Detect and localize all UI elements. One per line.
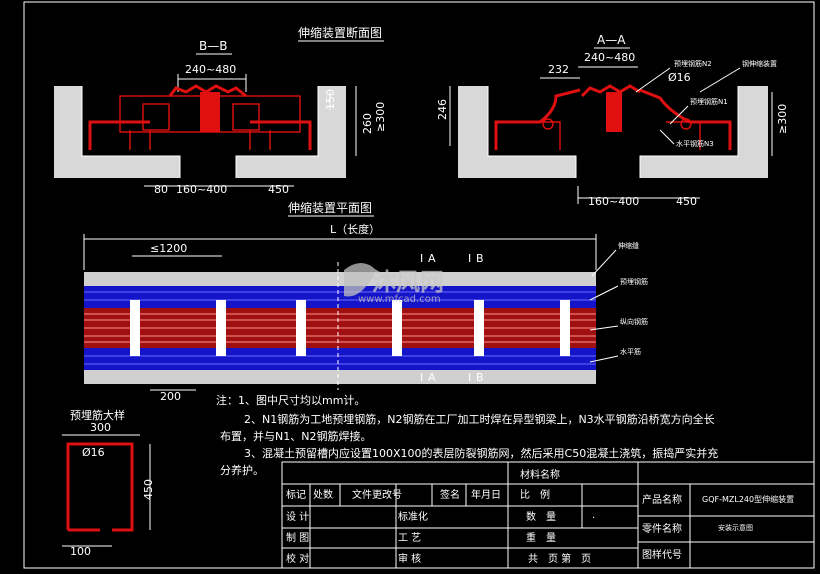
- aa-dim-232: 232: [548, 63, 569, 76]
- tb-design: 设 计: [286, 510, 309, 523]
- plan-dim-200: 200: [160, 390, 181, 403]
- aa-label-n3: 水平钢筋N3: [676, 139, 714, 148]
- aa-dim-d16: Ø16: [668, 71, 691, 84]
- tb-count: 处数: [313, 488, 333, 501]
- plan-label-4: 水平筋: [620, 347, 641, 356]
- bb-dim-150: 150: [324, 89, 337, 110]
- note-line-5: 分养护。: [220, 463, 264, 477]
- tb-date: 年月日: [471, 488, 501, 501]
- plan-label-1: 伸缩缝: [618, 241, 639, 250]
- plan-anchor-2: [216, 300, 226, 356]
- tb-review: 审 核: [398, 552, 421, 565]
- aa-dim-246: 246: [436, 99, 449, 120]
- plan-cut-b-bot: B: [476, 371, 484, 384]
- plan-cut-ia-bot: I: [420, 371, 423, 384]
- tb-product-label: 产品名称: [642, 493, 682, 506]
- detail-title: 预埋筋大样: [70, 408, 125, 422]
- tb-drawing-no-label: 图样代号: [642, 548, 682, 561]
- detail-dim-top: 300: [90, 421, 111, 434]
- bb-dim-top: 240~480: [185, 63, 236, 76]
- bb-dim-80: 80: [154, 183, 168, 196]
- plan-label-2: 预埋钢筋: [620, 277, 648, 286]
- tb-scale: 比 例: [520, 488, 550, 501]
- detail-dim-bottom: 100: [70, 545, 91, 558]
- note-line-4: 3、混凝土预留槽内应设置100X100的表层防裂钢筋网，然后采用C50混凝土浇筑…: [244, 446, 718, 460]
- tb-draw: 制 图: [286, 531, 309, 544]
- tb-sign: 签名: [440, 488, 460, 501]
- bb-rebar: [88, 120, 312, 150]
- tb-change-no: 文件更改号: [352, 488, 402, 501]
- plan-cut-ia-top: I: [420, 252, 423, 265]
- plan-label-3: 纵向钢筋: [620, 317, 648, 326]
- plan-cut-a-top: A: [428, 252, 436, 265]
- aa-label-n1: 预埋钢筋N1: [690, 97, 728, 106]
- tb-weight: 重 量: [526, 531, 556, 544]
- detail-rebar: [66, 442, 134, 532]
- note-line-2: 2、N1钢筋为工地预埋钢筋，N2钢筋在工厂加工时焊在异型钢梁上，N3水平钢筋沿桥…: [244, 412, 715, 426]
- aa-concrete-right: [738, 86, 768, 178]
- tb-check: 校 对: [286, 552, 309, 565]
- section-bb: B—B 240~480 150 260 ≥300 80 160~400 450: [54, 39, 387, 196]
- bb-concrete-left: [54, 86, 82, 178]
- tb-mark: 标记: [286, 489, 306, 501]
- aa-title: A—A: [597, 33, 626, 47]
- watermark: 沐风网 www.mfcad.com: [344, 263, 444, 305]
- notes: 注：1、图中尺寸均以mm计。 2、N1钢筋为工地预埋钢筋，N2钢筋在工厂加工时焊…: [216, 393, 718, 477]
- detail-dim-dia: Ø16: [82, 446, 105, 459]
- tb-standard: 标准化: [398, 510, 428, 523]
- aa-dim-450: 450: [676, 195, 697, 208]
- plan-anchor-1: [130, 300, 140, 356]
- plan-anchor-5: [474, 300, 484, 356]
- aa-dim-top: 240~480: [584, 51, 635, 64]
- plan-anchor-6: [560, 300, 570, 356]
- section-title: 伸缩装置断面图: [298, 25, 382, 40]
- plan-title: 伸缩装置平面图: [288, 200, 372, 215]
- rebar-detail: 预埋筋大样 300 Ø16 450 100: [62, 408, 155, 558]
- title-block: 材料名称 标记 处数 文件更改号 签名 年月日 比 例 设 计 标准化 数 量 …: [281, 461, 815, 569]
- plan-view: L（长度） ≤1200 I A I B: [83, 222, 648, 403]
- plan-cut-b-top: B: [476, 252, 484, 265]
- aa-label-n2: 预埋钢筋N2: [674, 59, 712, 68]
- bb-dim-260: 260: [361, 113, 374, 134]
- aa-dim-300: ≥300: [776, 104, 789, 134]
- plan-cut-ib-bot: I: [468, 371, 471, 384]
- bb-dim-300: ≥300: [374, 102, 387, 132]
- aa-concrete-left: [458, 86, 488, 178]
- watermark-logo: [344, 263, 376, 297]
- tb-product-name: GQF-MZL240型伸缩装置: [702, 494, 794, 504]
- bb-dim-450: 450: [268, 183, 289, 196]
- tb-part-name: 安装示意图: [718, 523, 753, 532]
- plan-concrete-top: [84, 272, 596, 286]
- tb-process: 工 艺: [398, 532, 421, 544]
- note-line-3: 布置，并与N1、N2钢筋焊接。: [220, 429, 371, 443]
- detail-dim-side: 450: [142, 479, 155, 500]
- tb-dot: .: [592, 510, 595, 521]
- bb-dim-160: 160~400: [176, 183, 227, 196]
- tb-quantity: 数 量: [526, 510, 556, 523]
- aa-rebar-left: [494, 88, 581, 150]
- plan-spacing: ≤1200: [150, 242, 187, 255]
- watermark-url: www.mfcad.com: [358, 294, 441, 305]
- bb-title: B—B: [199, 39, 227, 53]
- aa-dim-160: 160~400: [588, 195, 639, 208]
- section-aa: A—A 240~480 232 246 预埋钢筋N2 Ø16 预埋钢筋N1 水平…: [436, 33, 789, 208]
- bb-concrete-right: [318, 86, 346, 178]
- plan-cut-ib-top: I: [468, 252, 471, 265]
- aa-joint-profile: [580, 84, 641, 98]
- plan-concrete-bottom: [84, 370, 596, 384]
- plan-anchor-3: [296, 300, 306, 356]
- tb-pages: 共 页 第 页: [528, 552, 591, 565]
- tb-material: 材料名称: [520, 468, 560, 481]
- tb-part-label: 零件名称: [642, 522, 682, 535]
- plan-cut-a-bot: A: [428, 371, 436, 384]
- aa-label-right: 钢伸缩装置: [742, 59, 777, 68]
- plan-length-label: L（长度）: [330, 222, 380, 236]
- note-line-1: 注：1、图中尺寸均以mm计。: [216, 393, 365, 407]
- watermark-brand: 沐风网: [372, 268, 444, 296]
- plan-anchor-4: [392, 300, 402, 356]
